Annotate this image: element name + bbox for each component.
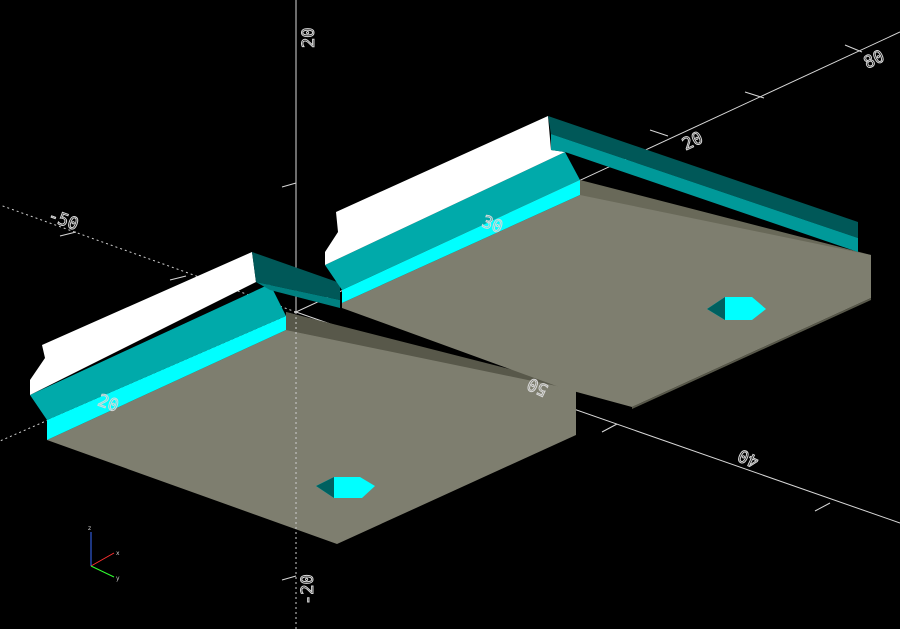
gizmo-y-axis xyxy=(90,565,115,578)
left-plate-ridge xyxy=(30,252,256,395)
orientation-gizmo: z x y xyxy=(88,525,120,582)
y-pos-label: 80 xyxy=(861,47,888,74)
right-plate-ridge xyxy=(325,116,565,265)
left-plate[interactable] xyxy=(30,252,576,544)
x-pos-far-label: 40 xyxy=(735,445,762,472)
left-plate-cyan-edge xyxy=(47,316,286,440)
gizmo-x-label: x xyxy=(116,550,120,557)
axis-ticks xyxy=(59,44,863,581)
right-plate-top-face xyxy=(342,195,871,407)
z-neg-label: -20 xyxy=(298,574,318,605)
z-pos-label: 20 xyxy=(299,28,319,48)
left-plate-top-face xyxy=(47,330,576,544)
gizmo-y-label: y xyxy=(116,575,120,582)
right-plate-cyan-edge xyxy=(342,180,580,303)
gizmo-x-axis xyxy=(90,552,115,567)
neg-left-label: -50 xyxy=(45,206,81,235)
right-plate[interactable] xyxy=(325,116,871,409)
gizmo-z-label: z xyxy=(88,525,91,532)
